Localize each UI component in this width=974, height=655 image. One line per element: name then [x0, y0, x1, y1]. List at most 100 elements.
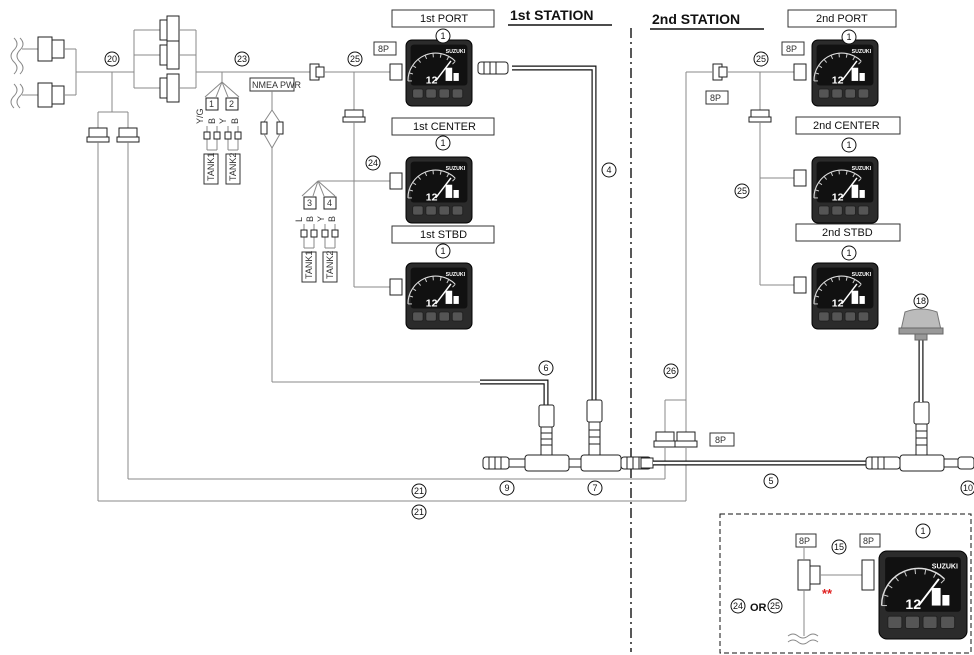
- callout-21: 21: [411, 504, 427, 520]
- callout-21: 21: [411, 483, 427, 499]
- pin8-tag: 8P: [715, 435, 726, 445]
- gauge-button: [831, 205, 843, 216]
- center1-label: 1st CENTER: [413, 121, 476, 133]
- pin8-tag: 8P: [786, 44, 797, 54]
- gauge-button: [451, 205, 464, 216]
- gauge-brand-logo: SUZUKI: [852, 49, 872, 55]
- backbone-1st: [482, 399, 654, 472]
- callout-number: 1: [440, 31, 445, 41]
- sender-number-1: 1: [209, 99, 214, 109]
- wire-letter: B: [305, 216, 315, 222]
- second-station-title: 2nd STATION: [652, 11, 740, 27]
- gauge-button: [451, 88, 464, 99]
- gauge-button: [438, 205, 451, 216]
- second-station-harness: 8P 8P 8P: [653, 41, 807, 448]
- wire-letter: L: [294, 217, 304, 222]
- callout-23: 23: [234, 51, 250, 67]
- callout-number: 24: [733, 601, 743, 611]
- first-station-title: 1st STATION: [510, 7, 594, 23]
- callout-24: 24: [365, 155, 381, 171]
- stbd2-label: 2nd STBD: [822, 227, 873, 239]
- gauge-readout: 12: [426, 75, 438, 87]
- stbd1-label-box: [391, 225, 495, 244]
- callout-1: 1: [435, 243, 451, 259]
- tank2-label: TANK2: [228, 153, 238, 181]
- wire-letter: Y: [218, 118, 228, 124]
- gauge-brand-logo: SUZUKI: [852, 272, 872, 278]
- harness-junction: [133, 15, 310, 103]
- gps-antenna: [898, 308, 944, 402]
- center2-label-box: [795, 116, 901, 135]
- gauge-brand-logo: SUZUKI: [852, 166, 872, 172]
- callout-1: 1: [915, 523, 931, 539]
- gauge-button: [412, 311, 424, 322]
- callout-number: 1: [920, 526, 925, 536]
- gauge-button: [438, 88, 451, 99]
- callout-number: 15: [834, 542, 844, 552]
- callout-1: 1: [435, 28, 451, 44]
- callout-15: 15: [831, 539, 847, 555]
- callout-25: 25: [347, 51, 363, 67]
- port1-label: 1st PORT: [420, 13, 468, 25]
- gauge-button: [425, 88, 437, 99]
- callout-1: 1: [841, 245, 857, 261]
- sender-number-4: 4: [327, 198, 332, 208]
- callout-number: 4: [606, 165, 611, 175]
- sender-number-2: 2: [229, 99, 234, 109]
- callout-number: 24: [368, 158, 378, 168]
- callout-9: 9: [499, 480, 515, 496]
- gauge-button: [844, 311, 857, 322]
- callout-25: 25: [753, 51, 769, 67]
- callout-number: 1: [846, 248, 851, 258]
- wire-letter: B: [327, 216, 337, 222]
- callout-1: 1: [841, 137, 857, 153]
- center1-label-box: [391, 117, 495, 136]
- gauge-button: [425, 311, 437, 322]
- gauge-readout: 12: [905, 596, 921, 612]
- gauge-button: [844, 205, 857, 216]
- optional-setup-box: 8P 8P ** OR: [719, 513, 972, 654]
- engine-connectors: [10, 36, 134, 109]
- callout-number: 1: [440, 246, 445, 256]
- stbd2-label-box: [795, 223, 901, 242]
- gauge-button: [887, 615, 903, 629]
- sender-number-3: 3: [307, 198, 312, 208]
- cable-4: [477, 61, 597, 400]
- gauge-button: [831, 311, 843, 322]
- harness-21-lines: [97, 142, 687, 502]
- callout-18: 18: [913, 293, 929, 309]
- callout-10: 10: [960, 480, 974, 496]
- port2-label-box: [787, 9, 897, 28]
- nmea-power-branch: NMEA PWR: [249, 77, 480, 383]
- gauge-button: [922, 615, 938, 629]
- callout-6: 6: [538, 360, 554, 376]
- callout-24: 24: [730, 598, 746, 614]
- gauge-brand-logo: SUZUKI: [446, 272, 466, 278]
- gauge-button: [818, 205, 830, 216]
- wire-letter: Y: [316, 216, 326, 222]
- callout-number: 18: [916, 296, 926, 306]
- gauge-button: [831, 88, 843, 99]
- callout-number: 25: [756, 54, 766, 64]
- callout-5: 5: [763, 473, 779, 489]
- callout-25: 25: [767, 598, 783, 614]
- or-label: OR: [750, 602, 767, 614]
- gauge-readout: 12: [832, 192, 844, 204]
- gauge-button: [451, 311, 464, 322]
- gauge-button: [818, 88, 830, 99]
- callout-20: 20: [104, 51, 120, 67]
- callout-4: 4: [601, 162, 617, 178]
- gauge-readout: 12: [832, 75, 844, 87]
- gauge-port2: SUZUKI 12: [811, 39, 879, 107]
- wire-letter: B: [230, 118, 240, 124]
- callout-25: 25: [734, 183, 750, 199]
- callout-number: 1: [440, 138, 445, 148]
- gauge-button: [412, 205, 424, 216]
- port2-label: 2nd PORT: [816, 13, 868, 25]
- gauge-button: [425, 205, 437, 216]
